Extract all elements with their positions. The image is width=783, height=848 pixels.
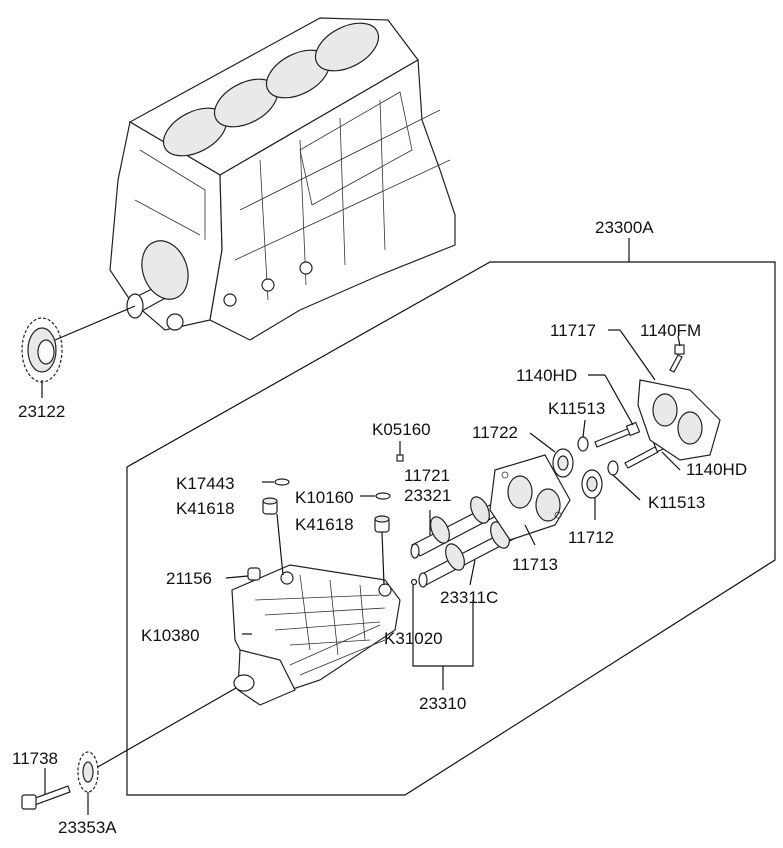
label-11717: 11717 <box>550 321 596 340</box>
engine-block <box>109 17 456 341</box>
balancer-housing <box>231 564 401 706</box>
cover-bolt <box>669 344 685 373</box>
label-K31020: K31020 <box>384 629 443 648</box>
balance-shaft-upper <box>410 496 499 559</box>
label-K11513-upper: K11513 <box>548 399 605 418</box>
label-1140FM: 1140FM <box>640 321 701 340</box>
pin-k05160 <box>396 454 404 462</box>
label-K05160: K05160 <box>372 420 431 439</box>
label-K10160: K10160 <box>295 488 354 507</box>
bearing-11722 <box>552 448 574 478</box>
washer-lower <box>607 460 619 476</box>
oring-k10160 <box>375 492 391 500</box>
oring-k17443 <box>274 478 290 486</box>
label-23311C: 23311C <box>440 588 498 607</box>
crank-sprocket <box>21 317 63 383</box>
label-23353A: 23353A <box>58 818 117 837</box>
balancer-sprocket <box>77 751 99 793</box>
assembly-boundary <box>126 261 776 796</box>
plug-21156 <box>247 567 261 581</box>
dowel-right <box>374 515 390 533</box>
label-11738: 11738 <box>12 749 58 768</box>
cover-11717 <box>637 379 721 461</box>
label-1140HD-right: 1140HD <box>686 460 747 479</box>
pin-k31020 <box>410 578 418 586</box>
label-23122: 23122 <box>18 402 65 421</box>
label-K17443: K17443 <box>176 474 235 493</box>
label-K41618-left: K41618 <box>176 499 235 518</box>
label-23321: 23321 <box>404 486 451 505</box>
sprocket-bolt <box>21 785 71 810</box>
label-K10380: K10380 <box>141 626 200 645</box>
label-11713: 11713 <box>512 555 558 574</box>
dowel-left <box>262 497 278 515</box>
washer-upper <box>577 436 589 452</box>
label-K41618-right: K41618 <box>295 515 354 534</box>
housing-plate <box>489 454 571 541</box>
label-21156: 21156 <box>166 569 212 588</box>
label-K11513-lower: K11513 <box>648 493 705 512</box>
label-11721: 11721 <box>404 466 450 485</box>
bolt-upper <box>594 421 641 448</box>
label-23310: 23310 <box>419 694 466 713</box>
label-1140HD-upper: 1140HD <box>516 366 577 385</box>
label-11712: 11712 <box>568 528 614 547</box>
bearing-11712 <box>581 469 603 499</box>
label-23300A: 23300A <box>595 218 654 237</box>
label-11722: 11722 <box>472 423 518 442</box>
